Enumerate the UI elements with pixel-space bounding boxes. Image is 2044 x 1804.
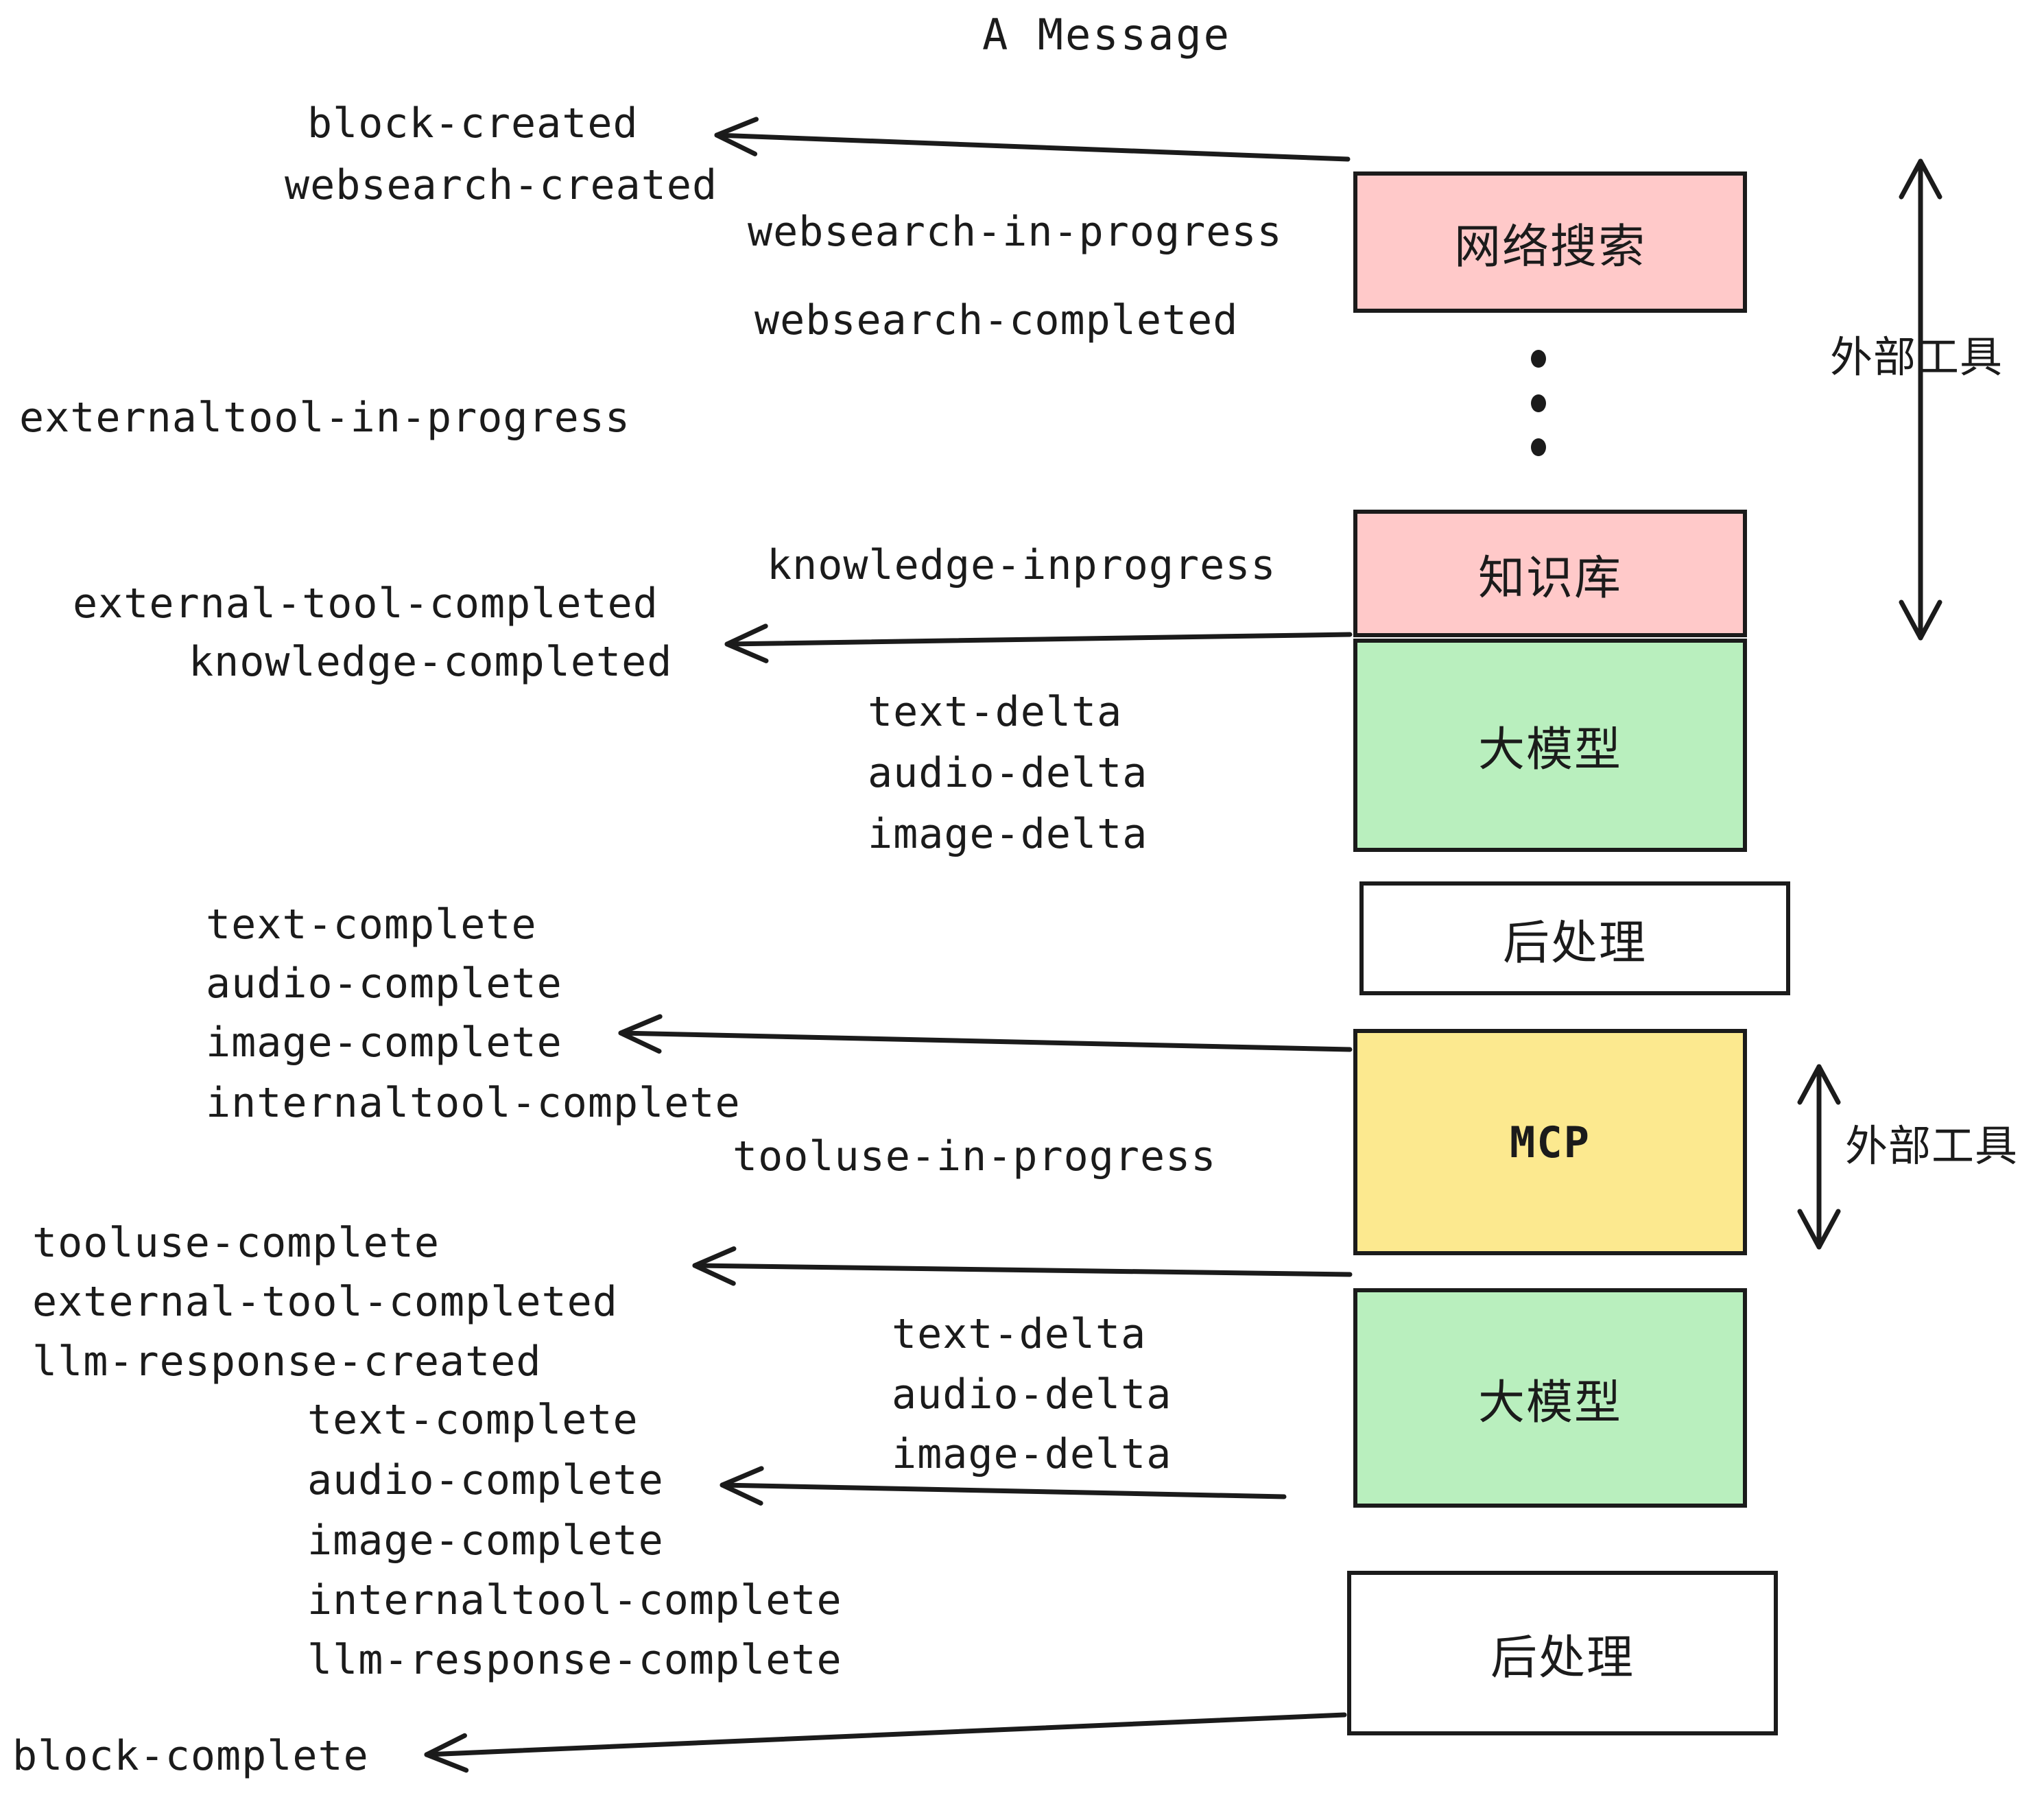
event-label-knowledge-completed: knowledge-completed (189, 638, 673, 686)
vertical-ellipsis-icon (1531, 350, 1546, 456)
page-title: A Message (982, 10, 1231, 60)
event-label-external-tool-completed-1: external-tool-completed (73, 580, 658, 628)
event-label-image-delta-2: image-delta (892, 1430, 1172, 1478)
event-label-externaltool-in-progress: externaltool-in-progress (19, 394, 630, 442)
arrow-arrow-block-created (714, 117, 1351, 162)
event-label-audio-delta-1: audio-delta (868, 749, 1148, 797)
event-label-llm-response-created: llm-response-created (32, 1338, 542, 1386)
arrow-arrow-knowledge (724, 624, 1353, 663)
event-label-block-created: block-created (307, 99, 639, 147)
event-label-websearch-in-progress: websearch-in-progress (748, 208, 1283, 256)
event-label-tooluse-in-progress: tooluse-in-progress (733, 1132, 1217, 1180)
event-label-websearch-created: websearch-created (285, 161, 718, 209)
arrow-arrow-image-complete (618, 1014, 1353, 1054)
event-label-text-delta-1: text-delta (868, 688, 1123, 736)
scope-arrow-scope-external-tools-bottom (1797, 1064, 1841, 1250)
box-postprocess-top[interactable]: 后处理 (1359, 881, 1790, 995)
event-label-internaltool-complete-2: internaltool-complete (307, 1576, 842, 1624)
box-knowledge[interactable]: 知识库 (1353, 510, 1747, 637)
event-label-audio-complete-1: audio-complete (206, 960, 562, 1008)
box-llm-bottom[interactable]: 大模型 (1353, 1288, 1747, 1508)
event-label-text-delta-2: text-delta (892, 1310, 1147, 1358)
event-label-knowledge-inprogress: knowledge-inprogress (767, 541, 1276, 589)
event-label-block-complete: block-complete (12, 1732, 369, 1780)
side-label-external-tools-bottom: 外部工具 (1845, 1121, 2019, 1171)
event-label-llm-response-complete: llm-response-complete (307, 1636, 842, 1684)
event-label-text-complete-2: text-complete (307, 1396, 639, 1444)
event-label-image-complete-2: image-complete (307, 1517, 664, 1565)
arrow-arrow-tooluse-complete (692, 1246, 1353, 1286)
box-llm-top[interactable]: 大模型 (1353, 639, 1747, 852)
event-label-audio-complete-2: audio-complete (307, 1456, 664, 1504)
box-postprocess-bot[interactable]: 后处理 (1347, 1571, 1778, 1735)
event-label-internaltool-complete-1: internaltool-complete (206, 1079, 741, 1127)
box-websearch[interactable]: 网络搜索 (1353, 171, 1747, 313)
event-label-external-tool-completed-2: external-tool-completed (32, 1278, 618, 1326)
event-label-tooluse-complete: tooluse-complete (32, 1219, 440, 1267)
arrow-arrow-block-complete (424, 1712, 1347, 1773)
event-label-image-delta-1: image-delta (868, 810, 1148, 858)
event-label-text-complete-1: text-complete (206, 901, 537, 949)
event-label-image-complete-1: image-complete (206, 1019, 562, 1067)
box-mcp[interactable]: MCP (1353, 1029, 1747, 1255)
scope-arrow-scope-external-tools-top (1899, 158, 1942, 641)
side-label-external-tools-top: 外部工具 (1830, 332, 2004, 382)
event-label-audio-delta-2: audio-delta (892, 1370, 1172, 1419)
event-label-websearch-completed: websearch-completed (754, 296, 1239, 344)
